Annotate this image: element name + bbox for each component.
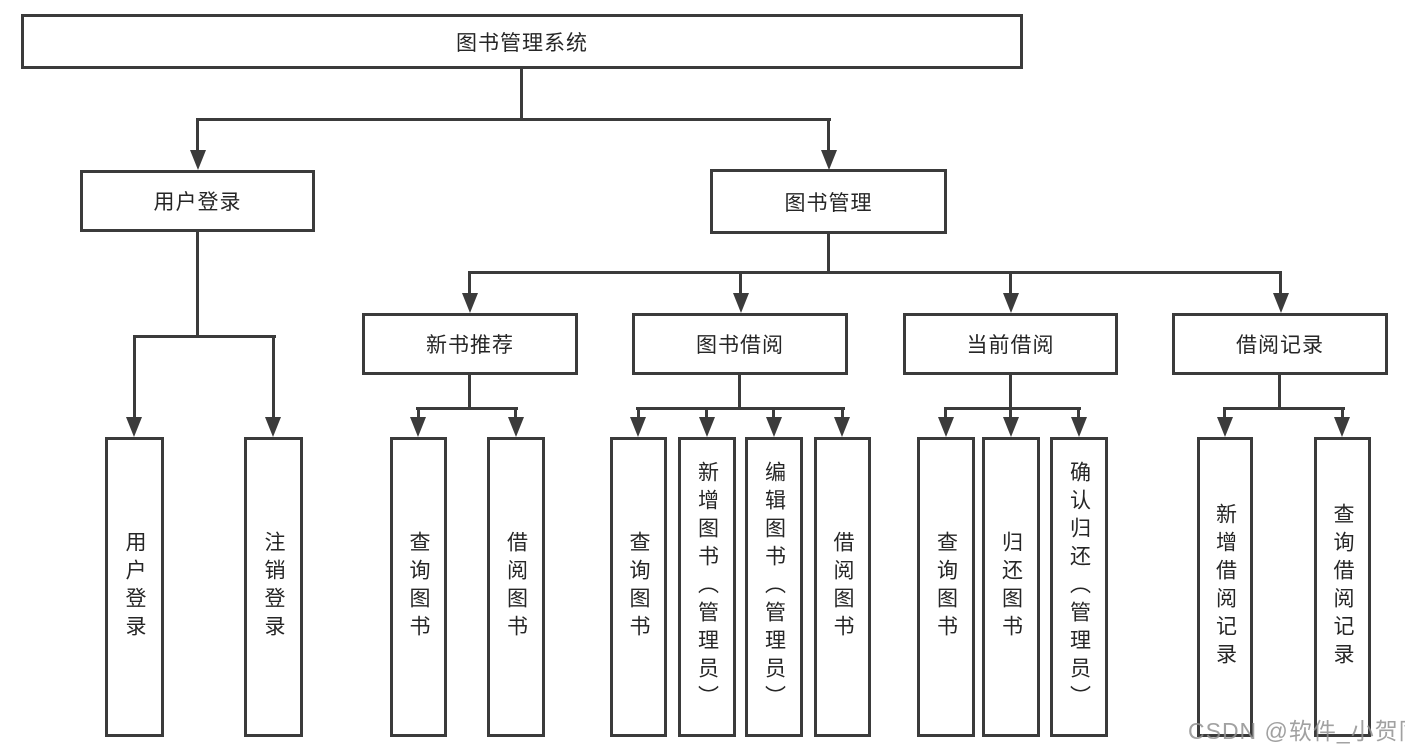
connector-line [636,407,845,410]
connector-line [416,407,518,410]
node-root: 图书管理系统 [21,14,1023,69]
connector-line [468,271,1282,274]
connector-line [1278,375,1281,407]
connector-line [637,407,640,419]
connector-line [841,407,844,419]
leaf-confirm-return-admin-label: 确认归还（管理员） [1067,461,1091,713]
connector-line [468,271,471,295]
connector-line [738,375,741,407]
leaf-add-borrow-record: 新增借阅记录 [1197,437,1253,737]
arrowhead-down-icon [1071,417,1087,437]
connector-line [1341,407,1344,419]
node-book-borrowing-label: 图书借阅 [696,334,784,357]
node-user-login: 用户登录 [80,170,315,232]
node-new-book-recommend-label: 新书推荐 [426,334,514,357]
arrowhead-down-icon [1334,417,1350,437]
connector-line [272,335,275,420]
connector-line [520,69,523,118]
connector-line [827,234,830,271]
leaf-query-books-current-label: 查询图书 [934,531,958,643]
connector-line [772,407,775,419]
node-borrowing-records: 借阅记录 [1172,313,1388,375]
node-borrowing-records-label: 借阅记录 [1236,334,1324,357]
node-current-borrowing-label: 当前借阅 [966,334,1055,357]
leaf-query-books-recommend-label: 查询图书 [407,531,430,643]
leaf-query-books-borrowing: 查询图书 [610,437,667,737]
connector-line [1009,375,1012,407]
leaf-add-books-admin-label: 新增图书（管理员） [695,461,719,713]
node-book-management: 图书管理 [710,169,947,234]
connector-line [1279,271,1282,295]
leaf-borrow-books-recommend-label: 借阅图书 [504,531,528,643]
leaf-user-login-label: 用户登录 [123,531,146,643]
leaf-edit-books-admin-label: 编辑图书（管理员） [762,461,786,713]
leaf-logout: 注销登录 [244,437,303,737]
arrowhead-down-icon [265,417,281,437]
node-book-management-label: 图书管理 [784,191,873,215]
connector-line [1077,407,1080,419]
node-user-login-label: 用户登录 [153,191,242,214]
arrowhead-down-icon [699,417,715,437]
connector-line [196,118,831,121]
connector-line [196,118,199,152]
arrowhead-down-icon [1003,417,1019,437]
arrowhead-down-icon [938,417,954,437]
connector-line [468,375,471,407]
connector-line [827,118,830,152]
connector-line [196,232,199,335]
arrowhead-down-icon [821,150,837,170]
leaf-edit-books-admin: 编辑图书（管理员） [745,437,803,737]
arrowhead-down-icon [1003,293,1019,313]
leaf-query-books-borrowing-label: 查询图书 [627,531,650,643]
connector-line [1009,407,1012,419]
arrowhead-down-icon [190,150,206,170]
connector-line [739,271,742,295]
arrowhead-down-icon [834,417,850,437]
arrowhead-down-icon [1217,417,1233,437]
connector-line [1009,271,1012,295]
arrowhead-down-icon [766,417,782,437]
leaf-borrow-books-borrowing-label: 借阅图书 [831,531,854,643]
arrowhead-down-icon [462,293,478,313]
leaf-borrow-books-recommend: 借阅图书 [487,437,545,737]
leaf-query-borrow-record-label: 查询借阅记录 [1331,503,1354,671]
arrowhead-down-icon [508,417,524,437]
arrowhead-down-icon [1273,293,1289,313]
connector-line [1223,407,1226,419]
leaf-return-books-label: 归还图书 [999,531,1023,643]
arrowhead-down-icon [126,417,142,437]
csdn-watermark: CSDN @软件_小贺同学 [1188,718,1405,744]
connector-line [133,335,276,338]
leaf-borrow-books-borrowing: 借阅图书 [814,437,871,737]
connector-line [944,407,1081,410]
leaf-add-borrow-record-label: 新增借阅记录 [1213,503,1237,671]
connector-line [705,407,708,419]
leaf-query-books-recommend: 查询图书 [390,437,447,737]
node-root-label: 图书管理系统 [456,31,588,55]
connector-line [944,407,947,419]
leaf-return-books: 归还图书 [982,437,1040,737]
connector-line [133,335,136,420]
leaf-query-borrow-record: 查询借阅记录 [1314,437,1371,737]
connector-line [514,407,517,419]
connector-line [1223,407,1345,410]
leaf-logout-label: 注销登录 [262,531,285,643]
leaf-query-books-current: 查询图书 [917,437,975,737]
node-current-borrowing: 当前借阅 [903,313,1118,375]
leaf-add-books-admin: 新增图书（管理员） [678,437,736,737]
leaf-confirm-return-admin: 确认归还（管理员） [1050,437,1108,737]
leaf-user-login: 用户登录 [105,437,164,737]
connector-line [417,407,420,419]
arrowhead-down-icon [410,417,426,437]
node-book-borrowing: 图书借阅 [632,313,848,375]
node-new-book-recommend: 新书推荐 [362,313,578,375]
arrowhead-down-icon [733,293,749,313]
arrowhead-down-icon [630,417,646,437]
